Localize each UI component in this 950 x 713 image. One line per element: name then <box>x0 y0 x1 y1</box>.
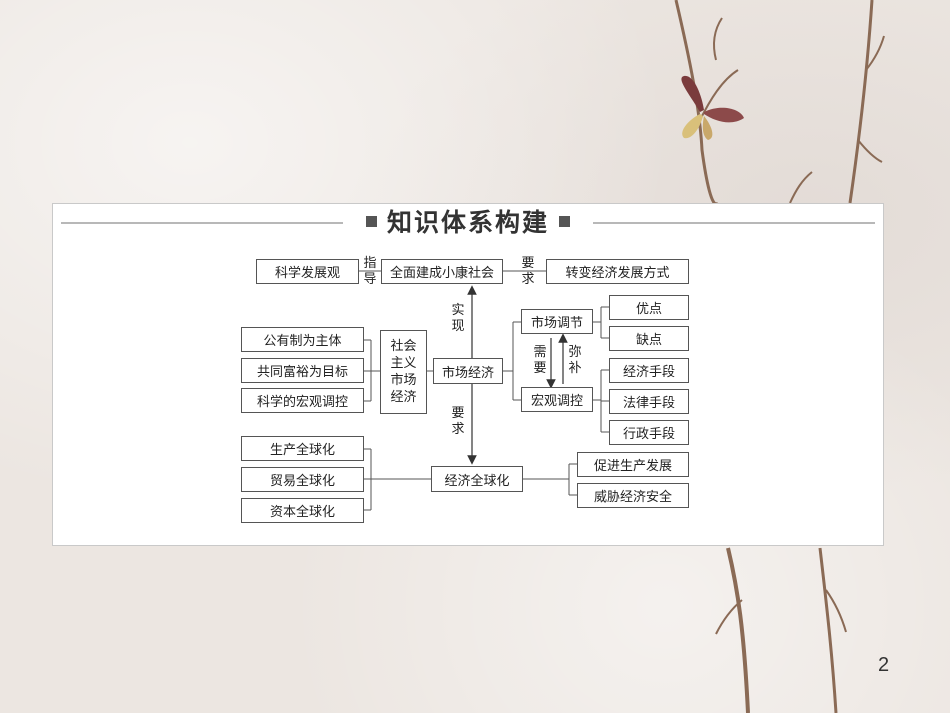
node-quedian: 缺点 <box>609 326 689 351</box>
node-cujin: 促进生产发展 <box>577 452 689 477</box>
node-zhuanbian: 转变经济发展方式 <box>546 259 689 284</box>
label-yaoqiu-mid-1: 要 <box>451 406 465 421</box>
label-mibu: 弥 补 <box>566 345 584 377</box>
label-xuyao: 需 要 <box>531 345 549 377</box>
node-gongtong-fuyu: 共同富裕为目标 <box>241 358 364 383</box>
node-falv-shouduan: 法律手段 <box>609 389 689 414</box>
label-mibu-1: 弥 <box>568 345 582 360</box>
label-xuyao-1: 需 <box>533 345 547 360</box>
label-shixian-1: 实 <box>451 303 465 318</box>
diagram-connectors <box>359 270 609 511</box>
node-gongyouzhi: 公有制为主体 <box>241 327 364 352</box>
label-zhidao-2: 导 <box>363 272 377 287</box>
node-shehui-zhuyi: 社会 主义 市场 经济 <box>380 330 427 414</box>
square-bullet-icon <box>559 215 570 227</box>
node-shehui-zhuyi-line3: 市场 <box>390 373 417 388</box>
node-kexue-fazhan: 科学发展观 <box>256 259 359 284</box>
label-zhidao-1: 指 <box>363 256 377 271</box>
node-hongguan-tiaokong-sci: 科学的宏观调控 <box>241 388 364 413</box>
node-shichang-jingji: 市场经济 <box>433 358 503 384</box>
panel-title-bar: 知识体系构建 <box>343 204 593 238</box>
label-zhidao: 指 导 <box>361 256 379 288</box>
node-ziben-qqh: 资本全球化 <box>241 498 364 523</box>
node-shehui-zhuyi-line1: 社会 <box>390 339 417 354</box>
label-yaoqiu-top-1: 要 <box>521 256 535 271</box>
square-bullet-icon <box>365 215 377 227</box>
label-yaoqiu-mid-2: 求 <box>451 422 465 437</box>
label-shixian: 实 现 <box>449 303 467 335</box>
node-maoyi-qqh: 贸易全球化 <box>241 467 364 492</box>
label-yaoqiu-top: 要 求 <box>519 256 537 288</box>
page-number: 2 <box>878 654 890 676</box>
label-yaoqiu-mid: 要 求 <box>449 406 467 438</box>
panel-title: 知识体系构建 <box>386 208 549 237</box>
node-xingzheng-shouduan: 行政手段 <box>609 420 689 445</box>
knowledge-panel: 知识体系构建 <box>52 203 884 546</box>
label-xuyao-2: 要 <box>533 361 547 376</box>
node-shehui-zhuyi-line4: 经济 <box>390 390 417 405</box>
node-shehui-zhuyi-line2: 主义 <box>390 356 417 371</box>
node-shichang-tiaojie: 市场调节 <box>521 309 593 334</box>
label-mibu-2: 补 <box>568 361 582 376</box>
label-yaoqiu-top-2: 求 <box>521 272 535 287</box>
label-shixian-2: 现 <box>451 319 465 334</box>
node-hongguan-tiaokong: 宏观调控 <box>521 387 593 412</box>
node-jingji-shouduan: 经济手段 <box>609 358 689 383</box>
node-weixie: 威胁经济安全 <box>577 483 689 508</box>
node-youdian: 优点 <box>609 295 689 320</box>
node-jingji-qqh: 经济全球化 <box>431 466 523 492</box>
node-xiaokang: 全面建成小康社会 <box>381 259 503 284</box>
node-shengchan-qqh: 生产全球化 <box>241 436 364 461</box>
butterfly-icon <box>681 75 744 140</box>
